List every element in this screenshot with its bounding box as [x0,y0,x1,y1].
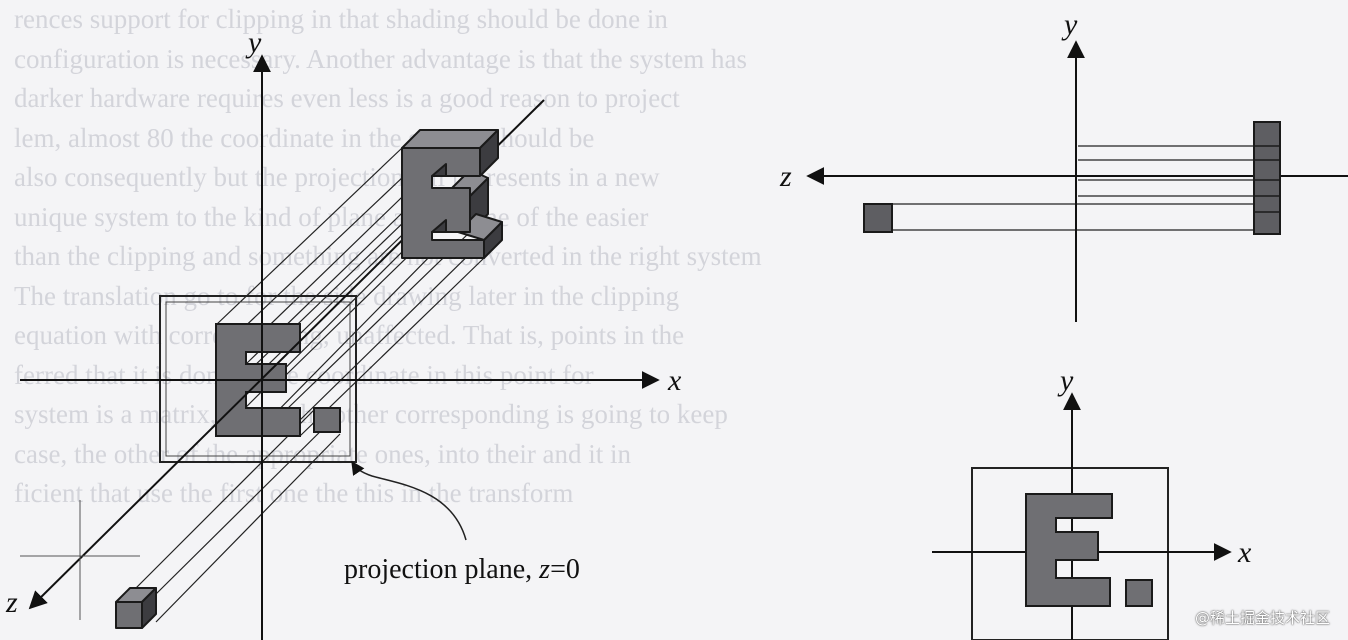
front-view-e-shape [1025,493,1113,607]
y-axis-label-left: y [245,26,262,59]
front-view: y x [932,364,1252,640]
caption-leader [351,460,467,541]
x-axis-label-left: x [667,364,682,397]
caption-projection-plane: projection plane, z=0 [344,554,580,585]
small-cube-3d [115,587,157,629]
left-3d-scene: y x z projection plane, z=0 [5,26,682,640]
side-view-e-bar [1253,121,1281,235]
side-view-e-bar-divisions [1254,145,1280,213]
front-view-small-square [1125,579,1153,607]
side-view: y z [779,8,1348,322]
x-axis-label-bottom-right: x [1237,536,1252,569]
side-view-small-square [863,203,893,233]
side-view-projector-lines [892,145,1254,231]
z-axis-label-left: z [5,586,18,619]
z-axis-label-right: z [779,160,792,193]
front-view-plane [971,467,1169,640]
projected-small-square [313,407,341,433]
watermark: @稀土掘金技术社区 [1194,609,1330,627]
y-axis-label-top-right: y [1061,8,1078,41]
y-axis-label-bottom-right: y [1057,364,1074,397]
solid-e-3d [401,129,503,259]
